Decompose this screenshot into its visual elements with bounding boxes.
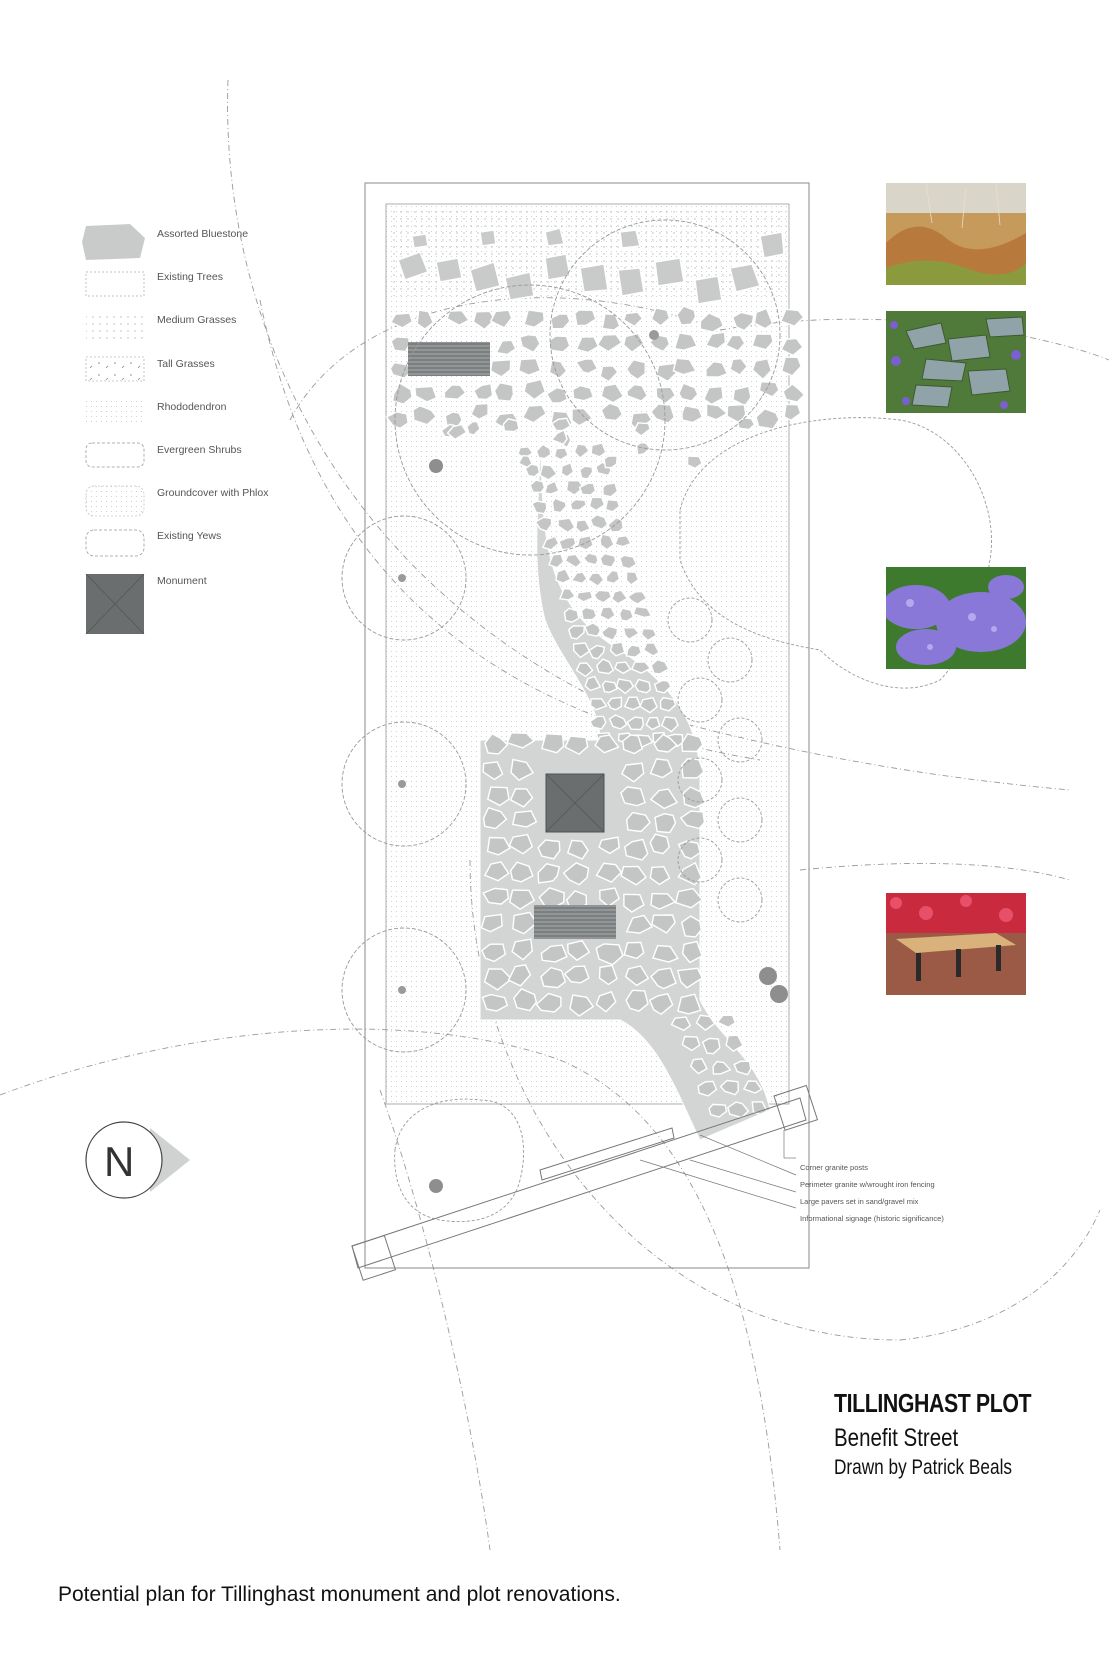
- phlox-groundcover-photo: [886, 567, 1026, 669]
- legend-label-monument: Monument: [157, 575, 207, 587]
- note-pavers: Large pavers set in sand/gravel mix: [800, 1197, 919, 1206]
- monument-swatch-icon: [85, 573, 145, 635]
- legend-label-existing-trees: Existing Trees: [157, 271, 223, 283]
- note-perimeter-fence: Perimeter granite w/wrought iron fencing: [800, 1180, 935, 1189]
- legend-label-evergreen-shrubs: Evergreen Shrubs: [157, 444, 242, 456]
- north-arrow-icon: [85, 1121, 190, 1199]
- legend-label-groundcover: Groundcover with Phlox: [157, 487, 269, 499]
- figure-caption: Potential plan for Tillinghast monument …: [58, 1583, 621, 1606]
- legend-label-rhododendron: Rhododendron: [157, 401, 227, 413]
- existing-yews-swatch-icon: [85, 529, 145, 557]
- legend-label-bluestone: Assorted Bluestone: [157, 228, 249, 240]
- legend-label-existing-yews: Existing Yews: [157, 530, 222, 542]
- compass-letter: N: [104, 1138, 135, 1185]
- note-signage: Informational signage (historic signific…: [800, 1214, 944, 1223]
- bench-lower: [534, 905, 616, 939]
- monument-icon: [545, 773, 605, 833]
- legend-label-medium-grasses: Medium Grasses: [157, 314, 237, 326]
- evergreen-shrubs-swatch-icon: [85, 442, 145, 468]
- bench-photo: [886, 893, 1026, 995]
- legend-label-tall-grasses: Tall Grasses: [157, 358, 215, 370]
- medium-grasses-swatch-icon: [86, 314, 144, 340]
- groundcover-swatch-icon: [85, 485, 145, 517]
- rhododendron-swatch-icon: [86, 400, 144, 424]
- street-name: Benefit Street: [834, 1424, 959, 1452]
- note-corner-posts: Corner granite posts: [800, 1163, 868, 1172]
- bluestone-swatch-icon: [82, 224, 145, 260]
- bench-top: [408, 342, 490, 376]
- plot-title: TILLINGHAST PLOT: [834, 1388, 1032, 1418]
- existing-trees-swatch-icon: [85, 271, 145, 297]
- tall-grasses-swatch-icon: [85, 356, 145, 382]
- legend-swatches: [82, 224, 145, 635]
- drawn-by: Drawn by Patrick Beals: [834, 1456, 1013, 1479]
- tall-grasses-photo: [886, 183, 1026, 285]
- bluestone-path-photo: [886, 311, 1026, 413]
